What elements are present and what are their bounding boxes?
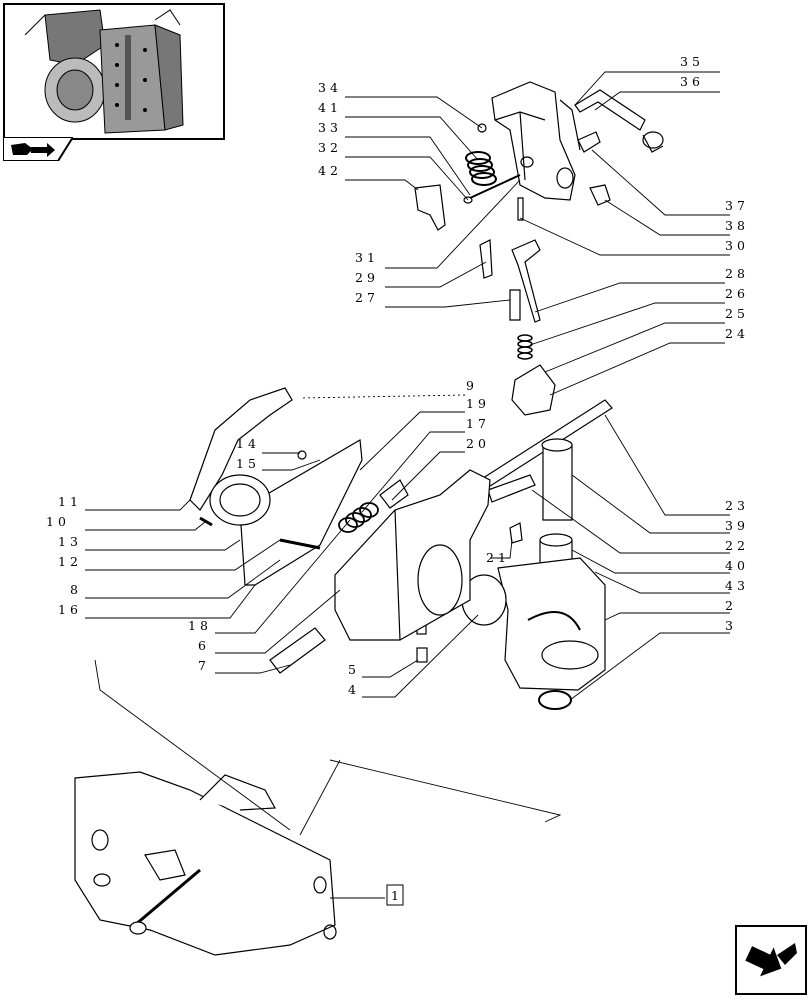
ref-label-43: 43 — [725, 578, 749, 593]
pin-8-part — [279, 538, 321, 550]
ref-label-30: 30 — [725, 238, 749, 253]
tractor-rear-thumbnail-icon — [5, 5, 223, 138]
ref-label-27: 27 — [355, 290, 379, 305]
ref-label-18: 18 — [188, 618, 212, 633]
spring-10-part — [199, 516, 213, 527]
ref-label-21: 21 — [486, 550, 510, 565]
ref-label-15: 15 — [236, 456, 260, 471]
ref-label-10: 10 — [46, 514, 70, 529]
pin-31-part — [517, 197, 524, 221]
spring-26-part — [517, 334, 533, 360]
ref-label-20: 20 — [466, 436, 490, 451]
ref-label-19: 19 — [466, 396, 490, 411]
ref-label-35: 35 — [680, 54, 704, 69]
pin-33-part — [469, 174, 521, 199]
screw-14-part — [297, 450, 307, 460]
bolt-21-part — [509, 522, 523, 544]
latch-housing-part — [491, 81, 581, 201]
ref-label-7: 7 — [198, 658, 210, 673]
leader-lines — [85, 71, 730, 899]
ref-label-13: 13 — [58, 534, 82, 549]
spring-18-part — [338, 502, 379, 533]
pin-27-part — [509, 289, 521, 321]
ref-label-33: 33 — [318, 120, 342, 135]
ref-label-4: 4 — [348, 682, 360, 697]
lever-28-part — [511, 239, 541, 323]
pin-6-part — [269, 627, 326, 674]
ref-label-37: 37 — [725, 198, 749, 213]
ref-label-36: 36 — [680, 74, 704, 89]
ref-label-16: 16 — [58, 602, 82, 617]
ref-label-2: 2 — [725, 598, 737, 613]
ref-label-12: 12 — [58, 554, 82, 569]
ref-label-29: 29 — [355, 270, 379, 285]
plate-16-part — [239, 439, 363, 586]
ref-label-9: 9 — [466, 378, 478, 393]
ball-34-part — [477, 123, 487, 133]
ref-label-40: 40 — [725, 558, 749, 573]
latch-42-part — [414, 184, 446, 231]
screw-29-part — [479, 239, 493, 279]
assembled-hitch-view — [74, 771, 337, 956]
bush-20-part — [379, 479, 409, 509]
ref-label-41: 41 — [318, 100, 342, 115]
spring-13-part — [209, 474, 271, 526]
pin-22-part — [487, 474, 536, 503]
ref-label-39: 39 — [725, 518, 749, 533]
book-arrow-icon[interactable] — [3, 137, 73, 161]
lever-block-24-part — [511, 364, 556, 416]
handle-rod-part — [574, 89, 664, 153]
hook-body-2-part — [497, 557, 606, 691]
ring-3-part — [538, 690, 572, 710]
bolt-37-part — [577, 131, 601, 153]
ref-label-38: 38 — [725, 218, 749, 233]
ref-label-28: 28 — [725, 266, 749, 281]
ref-label-3: 3 — [725, 618, 737, 633]
ref-label-14: 14 — [236, 436, 260, 451]
ref-label-6: 6 — [198, 638, 210, 653]
ref-label-11: 11 — [58, 494, 82, 509]
spring-41-part — [465, 151, 497, 186]
washer-32-part — [463, 196, 473, 204]
ref-label-31: 31 — [355, 250, 379, 265]
tractor-locator-thumbnail — [3, 3, 225, 140]
ref-label-5: 5 — [348, 662, 360, 677]
ref-label-42: 42 — [318, 163, 342, 178]
ref-label-8: 8 — [70, 582, 82, 597]
ref-label-23: 23 — [725, 498, 749, 513]
ref-label-34: 34 — [318, 80, 342, 95]
ref-label-17: 17 — [466, 416, 490, 431]
ref-label-25: 25 — [725, 306, 749, 321]
reference-number-labels: 3536344133324237383031292728262524919172… — [46, 54, 749, 697]
bolt-38-part — [589, 184, 611, 206]
assembly-callout-box — [386, 884, 404, 906]
return-arrow-icon[interactable] — [735, 925, 807, 995]
assembly-ref-label: 1 — [391, 888, 399, 903]
ref-label-32: 32 — [318, 140, 342, 155]
ref-label-26: 26 — [725, 286, 749, 301]
ref-label-22: 22 — [725, 538, 749, 553]
ref-label-24: 24 — [725, 326, 749, 341]
main-housing-part — [334, 469, 491, 641]
